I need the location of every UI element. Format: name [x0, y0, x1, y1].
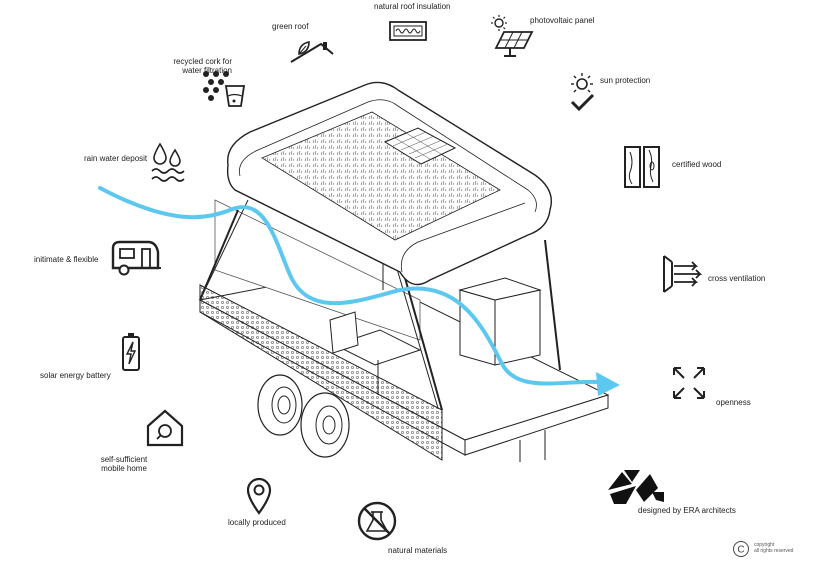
label-intimate-flexible: initimate & flexible: [34, 255, 99, 264]
caravan-icon: [111, 240, 161, 276]
label-green-roof: green roof: [272, 22, 309, 31]
label-certified-wood: certified wood: [672, 160, 722, 169]
sun-protection-icon: [570, 73, 595, 112]
label-photovoltaic-panel: photovoltaic panel: [530, 16, 595, 25]
label-locally-produced: locally produced: [228, 518, 286, 527]
no-chemicals-icon: [357, 501, 397, 541]
wheel-rear: [257, 374, 303, 436]
copyright-line1: copyright: [754, 542, 775, 548]
label-natural-roof-insulation: natural roof insulation: [374, 2, 451, 11]
cabinet: [494, 289, 541, 366]
copyright-line2: all rights reserved: [754, 548, 794, 554]
cross-ventilation-icon: [663, 255, 703, 293]
label-self-sufficient: self-sufficient mobile home: [92, 455, 156, 473]
cork-wall: [199, 284, 443, 461]
era-architects-logo: [608, 470, 664, 504]
airflow-path: [98, 186, 602, 386]
label-recycled-cork-line1: recycled cork for: [173, 57, 232, 66]
label-rain-water-deposit: rain water deposit: [84, 154, 148, 163]
label-self-sufficient-line2: mobile home: [101, 464, 147, 473]
airflow-arrowhead: [596, 372, 620, 396]
copyright-symbol: C: [737, 545, 744, 556]
wheel-front: [300, 392, 350, 458]
label-self-sufficient-line1: self-sufficient: [100, 455, 148, 464]
label-recycled-cork-line2: water filtration: [182, 66, 232, 75]
self-sufficient-home-icon: [146, 409, 184, 447]
trailer-body: [198, 81, 610, 462]
location-pin-icon: [246, 477, 272, 515]
recycled-cork-icon: [203, 71, 246, 107]
bench: [329, 311, 359, 354]
label-natural-materials: natural materials: [388, 546, 448, 555]
certified-wood-icon: [624, 146, 660, 188]
copyright-icon: C: [733, 541, 749, 557]
copyright-text: copyright all rights reserved: [754, 542, 793, 554]
label-cross-ventilation: cross ventilation: [708, 274, 766, 283]
label-recycled-cork: recycled cork for water filtration: [142, 57, 232, 75]
label-openness: openness: [716, 398, 751, 407]
solar-panel: [383, 127, 457, 165]
green-roof-icon: [290, 41, 334, 63]
battery-icon: [122, 333, 140, 371]
roof-insulation-icon: [389, 21, 427, 41]
label-sun-protection: sun protection: [600, 76, 651, 85]
green-roof-surface: [261, 111, 501, 241]
rain-water-icon: [151, 142, 185, 182]
label-solar-energy-battery: solar energy battery: [40, 371, 111, 380]
label-designed-by: designed by ERA architects: [638, 506, 736, 515]
openness-icon: [673, 367, 705, 399]
photovoltaic-panel-icon: [491, 15, 534, 57]
